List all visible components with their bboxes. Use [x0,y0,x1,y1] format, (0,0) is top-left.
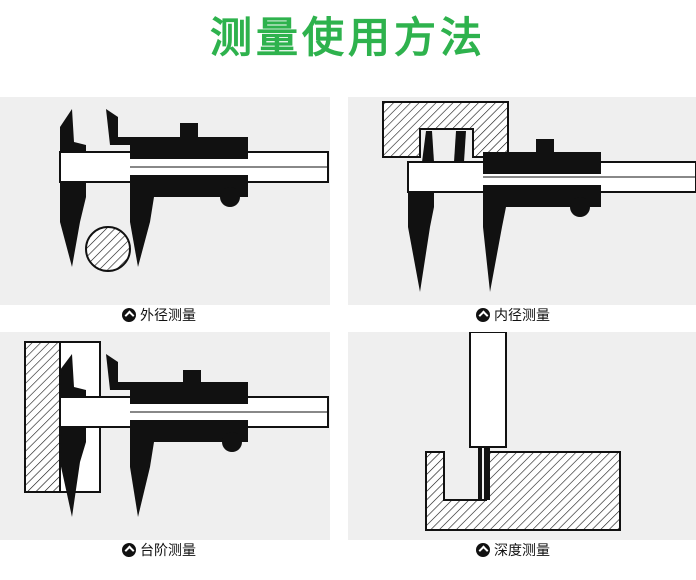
caption-step: 台阶测量 [122,539,196,561]
caption-label: 台阶测量 [140,543,196,559]
caption-outer-diameter: 外径测量 [122,304,196,326]
chevron-up-circle-icon [476,543,490,557]
panel-inner-diameter [348,97,696,305]
panel-outer-diameter [0,97,330,305]
caliper-depth-diagram [425,332,621,531]
caliper-step-diagram [24,341,329,517]
caption-label: 内径测量 [494,308,550,324]
caption-inner-diameter: 内径测量 [476,304,550,326]
page-title: 测量使用方法 [209,13,486,62]
chevron-up-circle-icon [122,543,136,557]
caliper-inner-diagram [382,101,696,292]
caliper-outer-diagram [59,109,329,272]
panel-depth [348,332,696,540]
caption-label: 深度测量 [494,543,550,559]
chevron-up-circle-icon [122,308,136,322]
panel-step [0,332,330,540]
caption-label: 外径测量 [140,308,196,324]
chevron-up-circle-icon [476,308,490,322]
caption-depth: 深度测量 [476,539,550,561]
